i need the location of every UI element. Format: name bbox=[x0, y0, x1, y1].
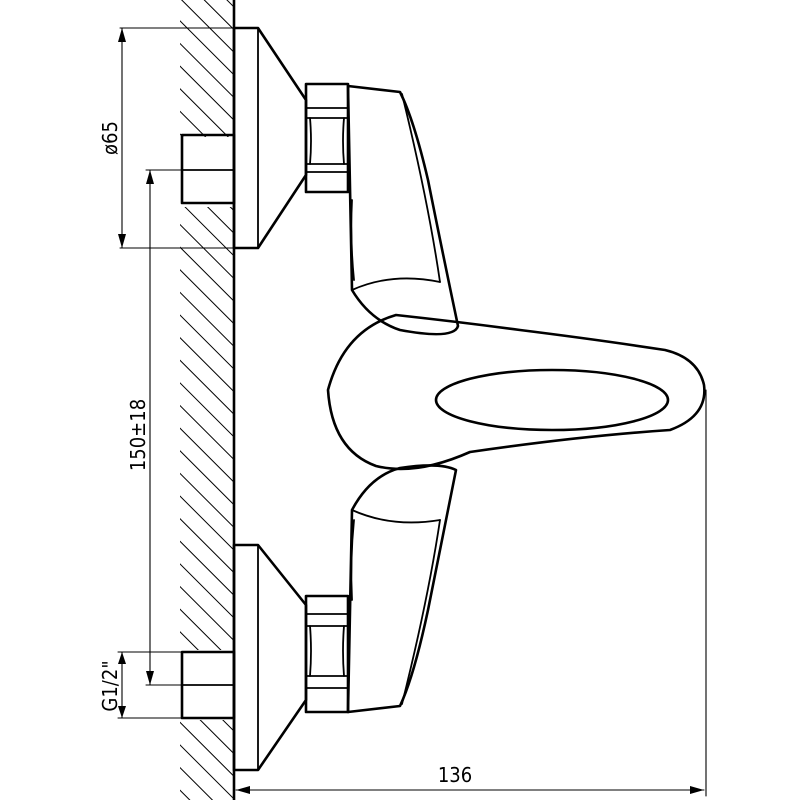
diameter-dimension: ø65 bbox=[98, 27, 259, 249]
diameter-label: ø65 bbox=[98, 121, 122, 155]
lower-hex-nut bbox=[304, 594, 350, 714]
depth-label: 136 bbox=[438, 763, 472, 787]
spacing-dimension: 150±18 bbox=[126, 169, 183, 686]
mixer-body bbox=[346, 84, 460, 714]
lower-escutcheon bbox=[232, 543, 308, 772]
spacing-label: 150±18 bbox=[126, 399, 150, 471]
wall bbox=[180, 0, 236, 800]
thread-label: G1/2" bbox=[98, 660, 122, 711]
thread-dimension: G1/2" bbox=[98, 651, 183, 719]
lever-handle bbox=[326, 313, 706, 471]
upper-hex-nut bbox=[304, 82, 350, 194]
depth-dimension: 136 bbox=[235, 389, 707, 797]
upper-escutcheon bbox=[232, 26, 308, 250]
